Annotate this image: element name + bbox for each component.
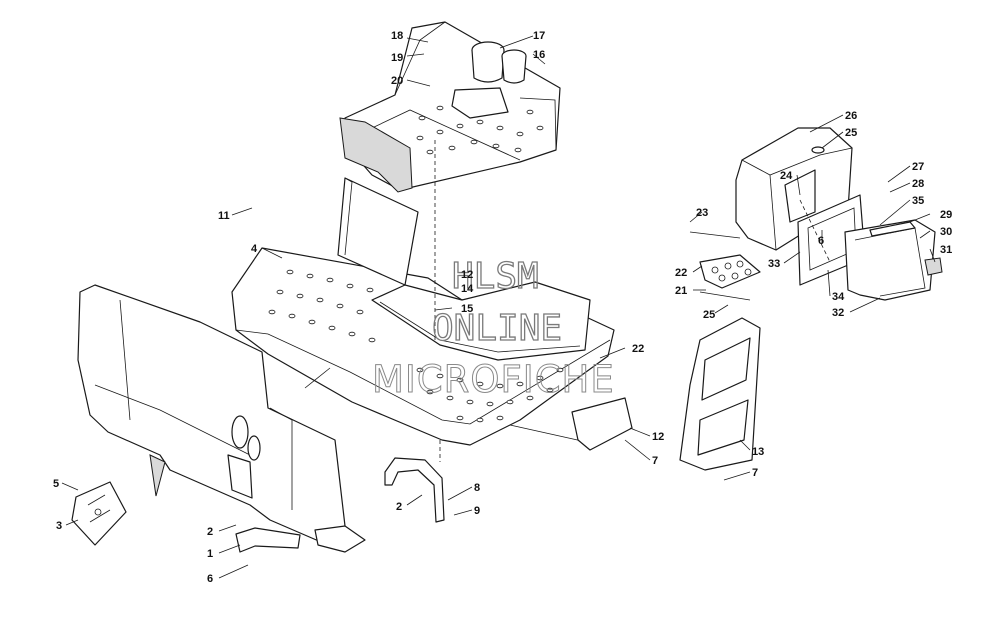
label-12b: 12 [652,431,664,443]
label-33: 33 [768,258,780,270]
label-28: 28 [912,178,924,190]
label-15: 15 [461,303,473,315]
label-22a: 22 [632,343,644,355]
label-24: 24 [780,170,793,182]
side-vent-13-part [679,317,761,471]
watermark-line1: HLSM [452,256,539,297]
label-8: 8 [474,482,480,494]
label-14: 14 [461,283,474,295]
label-6b: 6 [818,235,824,247]
label-19: 19 [391,52,403,64]
label-35: 35 [912,195,924,207]
label-16: 16 [533,49,545,61]
label-26: 26 [845,110,857,122]
label-25a: 25 [845,127,857,139]
part-labels: 18 19 17 16 20 11 4 5 3 2 1 6 2 8 9 12 1… [53,30,952,585]
label-2b: 2 [396,501,402,513]
front-panel-part [77,284,366,553]
bracket-8-part [384,457,445,523]
vent-plate-22-part [689,231,761,301]
label-3: 3 [56,520,62,532]
label-29: 29 [940,209,952,221]
label-5: 5 [53,478,59,490]
lid-29-part [844,219,943,301]
bracket-1-part [235,527,301,553]
label-22b: 22 [675,267,687,279]
console-tray-part [339,21,561,193]
tray-holes [416,105,544,155]
label-30: 30 [940,226,952,238]
label-12a: 12 [461,269,473,281]
watermark-line2: ONLINE [432,308,562,349]
label-4: 4 [251,243,258,255]
watermark: HLSM ONLINE MICROFICHE [372,255,615,401]
label-1: 1 [207,548,213,560]
label-7b: 7 [752,467,758,479]
leader-lines [61,35,936,579]
label-34: 34 [832,291,845,303]
label-13: 13 [752,446,764,458]
plate-3-part [71,481,127,546]
watermark-line3: MICROFICHE [372,358,615,401]
label-20: 20 [391,75,403,87]
label-9: 9 [474,505,480,517]
label-32: 32 [832,307,844,319]
label-27: 27 [912,161,924,173]
label-6a: 6 [207,573,213,585]
side-plate-12-part [571,397,633,451]
label-2a: 2 [207,526,213,538]
label-18: 18 [391,30,403,42]
label-31: 31 [940,244,952,256]
label-17: 17 [533,30,545,42]
floor-pan-part [231,177,615,446]
label-23: 23 [696,207,708,219]
floor-holes [268,269,564,423]
label-7a: 7 [652,455,658,467]
label-21: 21 [675,285,687,297]
label-11: 11 [218,210,230,222]
label-25b: 25 [703,309,715,321]
